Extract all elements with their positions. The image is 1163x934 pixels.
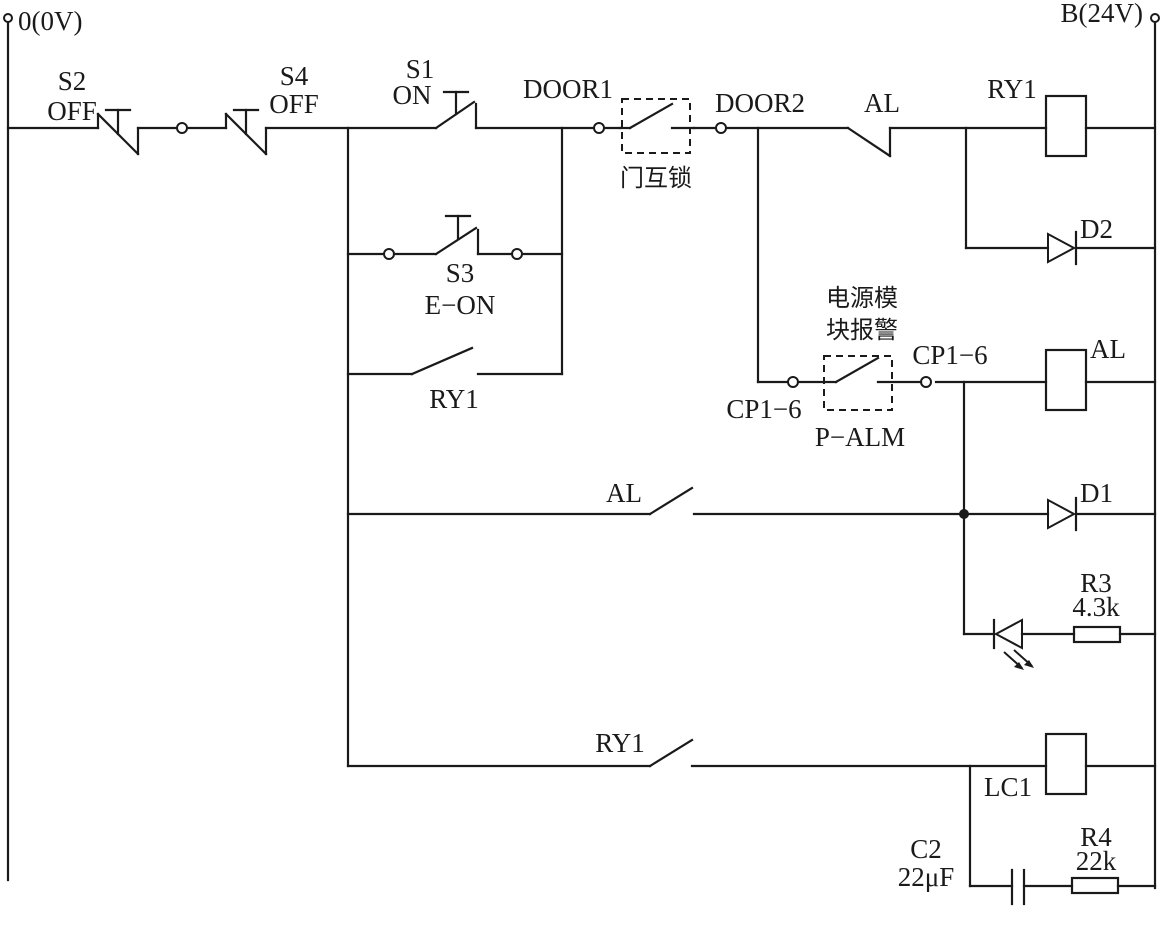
r3-value: 4.3k	[1072, 592, 1120, 622]
lc1-coil-label: LC1	[984, 772, 1032, 802]
lc1-rung-wiring	[346, 764, 1157, 888]
ry1-contact-bottom-label: RY1	[595, 728, 645, 758]
left-rail-label: 0(0V)	[18, 6, 82, 36]
r3-resistor	[1072, 625, 1122, 644]
ry1-self-hold-contact	[410, 346, 474, 376]
c2-capacitor	[1010, 868, 1026, 906]
r4-value: 22k	[1076, 846, 1117, 876]
s4-function: OFF	[269, 89, 319, 119]
door-interlock-switch	[593, 98, 727, 154]
left-rail	[3, 13, 13, 882]
r4-resistor	[1070, 876, 1120, 895]
ry1-coil	[1044, 94, 1088, 158]
ry1-self-hold-label: RY1	[429, 384, 479, 414]
right-rail	[1150, 13, 1160, 890]
power-alarm-title-line2: 块报警	[826, 316, 898, 344]
p-alm-contact	[787, 355, 932, 411]
s3-function: E−ON	[425, 290, 496, 320]
d2-branch-wiring	[964, 126, 1157, 250]
door1-label: DOOR1	[523, 74, 613, 104]
junction-dot	[959, 509, 969, 519]
d1-diode	[1047, 496, 1078, 532]
s4-name: S4	[280, 61, 309, 91]
power-alarm-wiring	[756, 126, 1157, 636]
al-contact-mid-label: AL	[606, 478, 642, 508]
lc1-coil	[1044, 732, 1088, 796]
s2-name: S2	[58, 66, 87, 96]
al-contact-top-label: AL	[864, 88, 900, 118]
s1-name: S1	[406, 54, 435, 84]
al-coil-label: AL	[1090, 334, 1126, 364]
r4-name: R4	[1080, 822, 1112, 852]
s1-function: ON	[393, 80, 432, 110]
s3-emergency-on-pushbutton	[383, 214, 523, 260]
p-alm-label: P−ALM	[815, 422, 905, 452]
cp1-6-left-label: CP1−6	[726, 394, 801, 424]
door2-label: DOOR2	[715, 88, 805, 118]
led-indicator	[992, 618, 1034, 670]
al-contact-top	[846, 126, 892, 158]
al-coil	[1044, 348, 1088, 412]
door-interlock-label: 门互锁	[620, 164, 692, 192]
s1-on-pushbutton	[434, 90, 478, 130]
s2-off-pushbutton	[96, 108, 140, 156]
d1-label: D1	[1080, 478, 1113, 508]
c2-name: C2	[910, 834, 942, 864]
right-rail-label: B(24V)	[1061, 0, 1144, 28]
r3-name: R3	[1080, 568, 1112, 598]
power-alarm-title-line1: 电源模	[826, 284, 898, 312]
s2-function: OFF	[47, 96, 97, 126]
left-bus-wiring	[346, 126, 564, 768]
al-contact-mid	[648, 486, 694, 516]
ry1-coil-label: RY1	[987, 74, 1037, 104]
ry1-contact-bottom	[648, 738, 694, 768]
cp1-6-right-label: CP1−6	[912, 340, 987, 370]
c2-value: 22μF	[898, 862, 955, 892]
s4-off-pushbutton	[224, 108, 268, 156]
d2-diode	[1047, 230, 1078, 266]
d2-label: D2	[1080, 214, 1113, 244]
s3-name: S3	[446, 258, 475, 288]
terminal-node	[176, 122, 188, 134]
